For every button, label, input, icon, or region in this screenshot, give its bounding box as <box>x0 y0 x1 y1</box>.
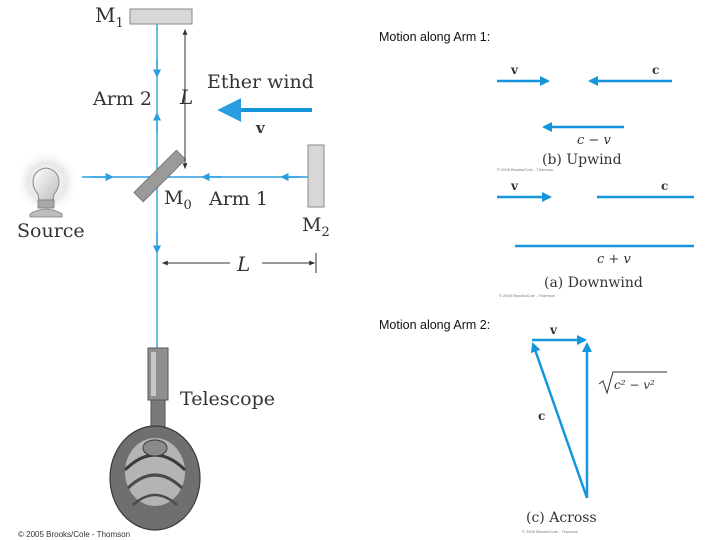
arm2-panel: Motion along Arm 2: v c c² − v² (c) Acro… <box>379 318 667 534</box>
label-arm2: Arm 2 <box>92 88 152 110</box>
upwind-label-v: v <box>510 63 519 77</box>
telescope-icon <box>147 347 169 439</box>
light-bulb-icon <box>15 150 79 218</box>
across-caption: (c) Across <box>526 510 597 526</box>
beam-splitter-m0 <box>133 149 187 203</box>
mirror-m2 <box>307 144 325 208</box>
apparatus: M1 Arm 2 L Ether wind v M0 Arm 1 M2 Sour… <box>15 3 330 539</box>
label-m1: M1 <box>95 3 124 31</box>
label-l-vertical: L <box>179 85 193 109</box>
across-label-v: v <box>549 323 558 337</box>
label-m0: M0 <box>164 187 192 213</box>
arm2-heading: Motion along Arm 2: <box>379 318 490 332</box>
label-ether-wind: Ether wind <box>207 71 314 93</box>
across-c-arrow <box>530 342 589 499</box>
label-l-horizontal: L <box>236 252 250 276</box>
across-credit: © 2005 Brooks/Cole - Thomson <box>522 529 578 534</box>
downwind-label-c: c <box>661 179 668 193</box>
arm1-panel: Motion along Arm 1: v c c − v (b) Upwind… <box>379 30 694 298</box>
arm1-heading: Motion along Arm 1: <box>379 30 490 44</box>
upwind-caption: (b) Upwind <box>542 152 622 168</box>
across-label-c: c <box>538 409 545 423</box>
downwind-label-v: v <box>510 179 519 193</box>
label-m2: M2 <box>302 214 330 240</box>
label-ether-v: v <box>255 119 266 137</box>
upwind-label-c: c <box>652 63 659 77</box>
downwind-label-result: c + v <box>597 252 631 267</box>
sqrt-symbol <box>598 371 667 395</box>
downwind-credit: © 2005 Brooks/Cole - Thomson <box>499 293 555 298</box>
upwind-credit: © 2005 Brooks/Cole - Thomson <box>497 167 553 172</box>
label-source: Source <box>17 220 85 242</box>
downwind-caption: (a) Downwind <box>544 275 643 291</box>
upwind-label-result: c − v <box>577 133 611 148</box>
mirror-m1 <box>129 8 193 25</box>
across-label-root: c² − v² <box>614 378 655 392</box>
copyright: © 2005 Brooks/Cole - Thomson <box>18 530 130 539</box>
label-telescope: Telescope <box>180 388 275 410</box>
label-arm1: Arm 1 <box>208 188 268 210</box>
observer-head-icon <box>109 425 201 531</box>
